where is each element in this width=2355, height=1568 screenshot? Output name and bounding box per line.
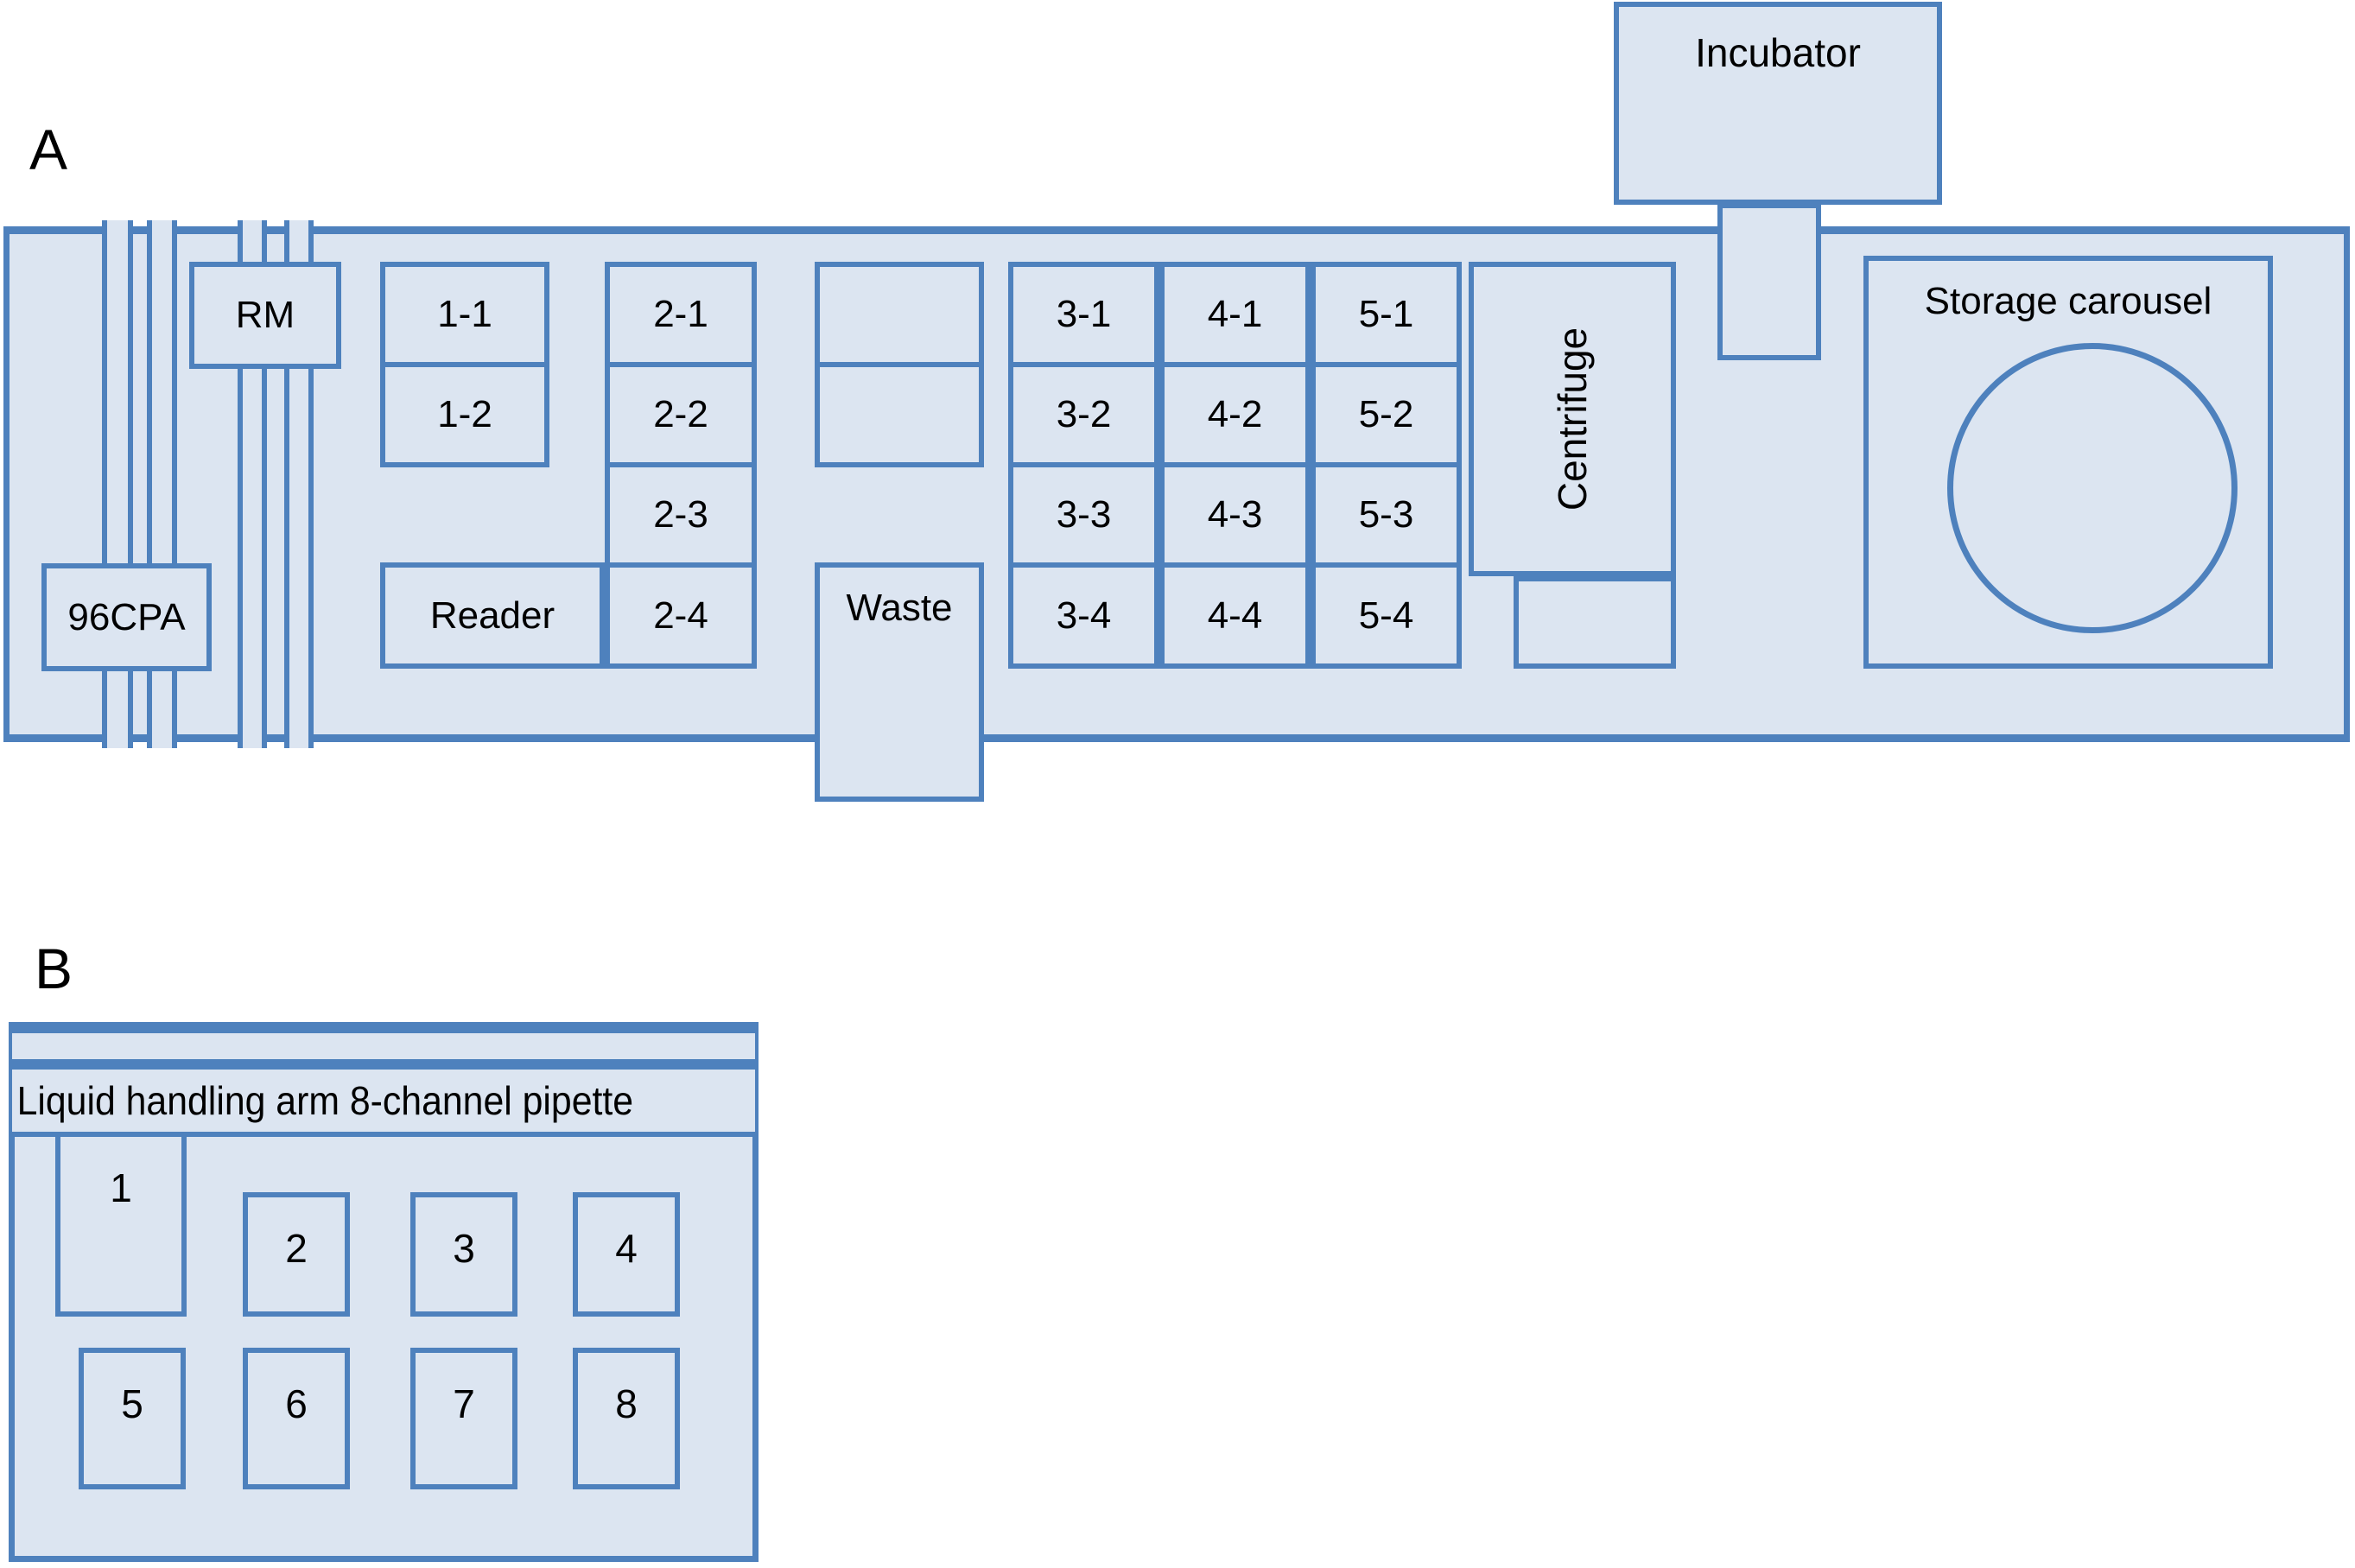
module-incubator[interactable]: Incubator — [1614, 2, 1942, 205]
pipette-arm-label-band: Liquid handling arm 8-channel pipette — [12, 1064, 755, 1137]
module-96cpa[interactable]: 96CPA — [41, 563, 212, 671]
plate-nest-3-2[interactable]: 3-2 — [1008, 362, 1159, 467]
plate-nest-2-3-label: 2-3 — [653, 493, 708, 536]
plate-nest-empty-2[interactable] — [815, 362, 984, 467]
module-reader[interactable]: Reader — [380, 562, 605, 669]
plate-nest-5-3[interactable]: 5-3 — [1311, 462, 1462, 568]
plate-nest-3-1[interactable]: 3-1 — [1008, 262, 1159, 367]
plate-nest-1-1-label: 1-1 — [437, 293, 492, 335]
module-centrifuge[interactable]: Centrifuge — [1469, 262, 1676, 576]
module-centrifuge-label: Centrifuge — [1549, 327, 1595, 511]
module-waste-label: Waste — [846, 587, 953, 629]
pipette-channel-8-label: 8 — [615, 1381, 638, 1426]
panel-letter-b: B — [35, 936, 73, 1000]
plate-nest-5-2[interactable]: 5-2 — [1311, 362, 1462, 467]
plate-nest-5-1-label: 5-1 — [1358, 293, 1414, 335]
pipette-channel-1-label: 1 — [110, 1165, 132, 1210]
plate-nest-3-3-label: 3-3 — [1056, 493, 1112, 536]
module-waste[interactable]: Waste — [815, 562, 984, 802]
plate-nest-1-2[interactable]: 1-2 — [380, 362, 549, 467]
carousel-ring-icon — [1947, 343, 2238, 633]
pipette-arm-label: Liquid handling arm 8-channel pipette — [16, 1078, 634, 1123]
pipette-channel-3-label: 3 — [453, 1226, 475, 1271]
plate-nest-5-2-label: 5-2 — [1358, 393, 1414, 435]
module-rm[interactable]: RM — [189, 262, 341, 369]
module-rm-label: RM — [235, 294, 295, 336]
pipette-channel-1[interactable]: 1 — [55, 1132, 187, 1317]
plate-nest-4-1-label: 4-1 — [1207, 293, 1263, 335]
plate-nest-4-2[interactable]: 4-2 — [1159, 362, 1311, 467]
module-96cpa-label: 96CPA — [67, 595, 186, 638]
plate-nest-4-4-label: 4-4 — [1207, 594, 1263, 637]
incubator-transfer-port[interactable] — [1717, 203, 1821, 360]
module-reader-label: Reader — [429, 594, 555, 637]
plate-nest-3-4-label: 3-4 — [1056, 594, 1112, 637]
pipette-channel-5[interactable]: 5 — [79, 1348, 186, 1489]
plate-nest-1-1[interactable]: 1-1 — [380, 262, 549, 367]
pipette-head-top-strip — [12, 1028, 755, 1064]
plate-nest-3-4[interactable]: 3-4 — [1008, 562, 1159, 669]
plate-nest-2-4-label: 2-4 — [653, 594, 708, 637]
pipette-channel-2-label: 2 — [285, 1226, 308, 1271]
pipette-channel-5-label: 5 — [121, 1381, 143, 1426]
plate-nest-2-4[interactable]: 2-4 — [605, 562, 757, 669]
plate-nest-3-2-label: 3-2 — [1056, 393, 1112, 435]
plate-nest-5-3-label: 5-3 — [1358, 493, 1414, 536]
plate-nest-5-4-label: 5-4 — [1358, 594, 1414, 637]
pipette-channel-7[interactable]: 7 — [410, 1348, 517, 1489]
pipette-channel-6[interactable]: 6 — [243, 1348, 350, 1489]
plate-nest-3-1-label: 3-1 — [1056, 293, 1112, 335]
plate-nest-2-3[interactable]: 2-3 — [605, 462, 757, 568]
plate-nest-2-2[interactable]: 2-2 — [605, 362, 757, 467]
pipette-channel-4-label: 4 — [615, 1226, 638, 1271]
pipette-channel-3[interactable]: 3 — [410, 1192, 517, 1317]
plate-nest-2-1[interactable]: 2-1 — [605, 262, 757, 367]
plate-nest-2-1-label: 2-1 — [653, 293, 708, 335]
plate-nest-empty-1[interactable] — [815, 262, 984, 367]
plate-nest-1-2-label: 1-2 — [437, 393, 492, 435]
panel-letter-a: A — [29, 117, 68, 181]
plate-nest-4-3[interactable]: 4-3 — [1159, 462, 1311, 568]
plate-nest-5-4[interactable]: 5-4 — [1311, 562, 1462, 669]
plate-nest-4-4[interactable]: 4-4 — [1159, 562, 1311, 669]
plate-nest-2-2-label: 2-2 — [653, 393, 708, 435]
plate-nest-5-1[interactable]: 5-1 — [1311, 262, 1462, 367]
module-incubator-label: Incubator — [1695, 30, 1861, 75]
plate-nest-3-3[interactable]: 3-3 — [1008, 462, 1159, 568]
pipette-channel-2[interactable]: 2 — [243, 1192, 350, 1317]
pipette-channel-4[interactable]: 4 — [573, 1192, 680, 1317]
module-storage-carousel-label: Storage carousel — [1924, 280, 2212, 322]
pipette-channel-7-label: 7 — [453, 1381, 475, 1426]
plate-nest-4-1[interactable]: 4-1 — [1159, 262, 1311, 367]
pipette-channel-8[interactable]: 8 — [573, 1348, 680, 1489]
plate-nest-4-3-label: 4-3 — [1207, 493, 1263, 536]
pipette-channel-6-label: 6 — [285, 1381, 308, 1426]
plate-nest-4-2-label: 4-2 — [1207, 393, 1263, 435]
centrifuge-loading-nest[interactable] — [1514, 576, 1676, 669]
